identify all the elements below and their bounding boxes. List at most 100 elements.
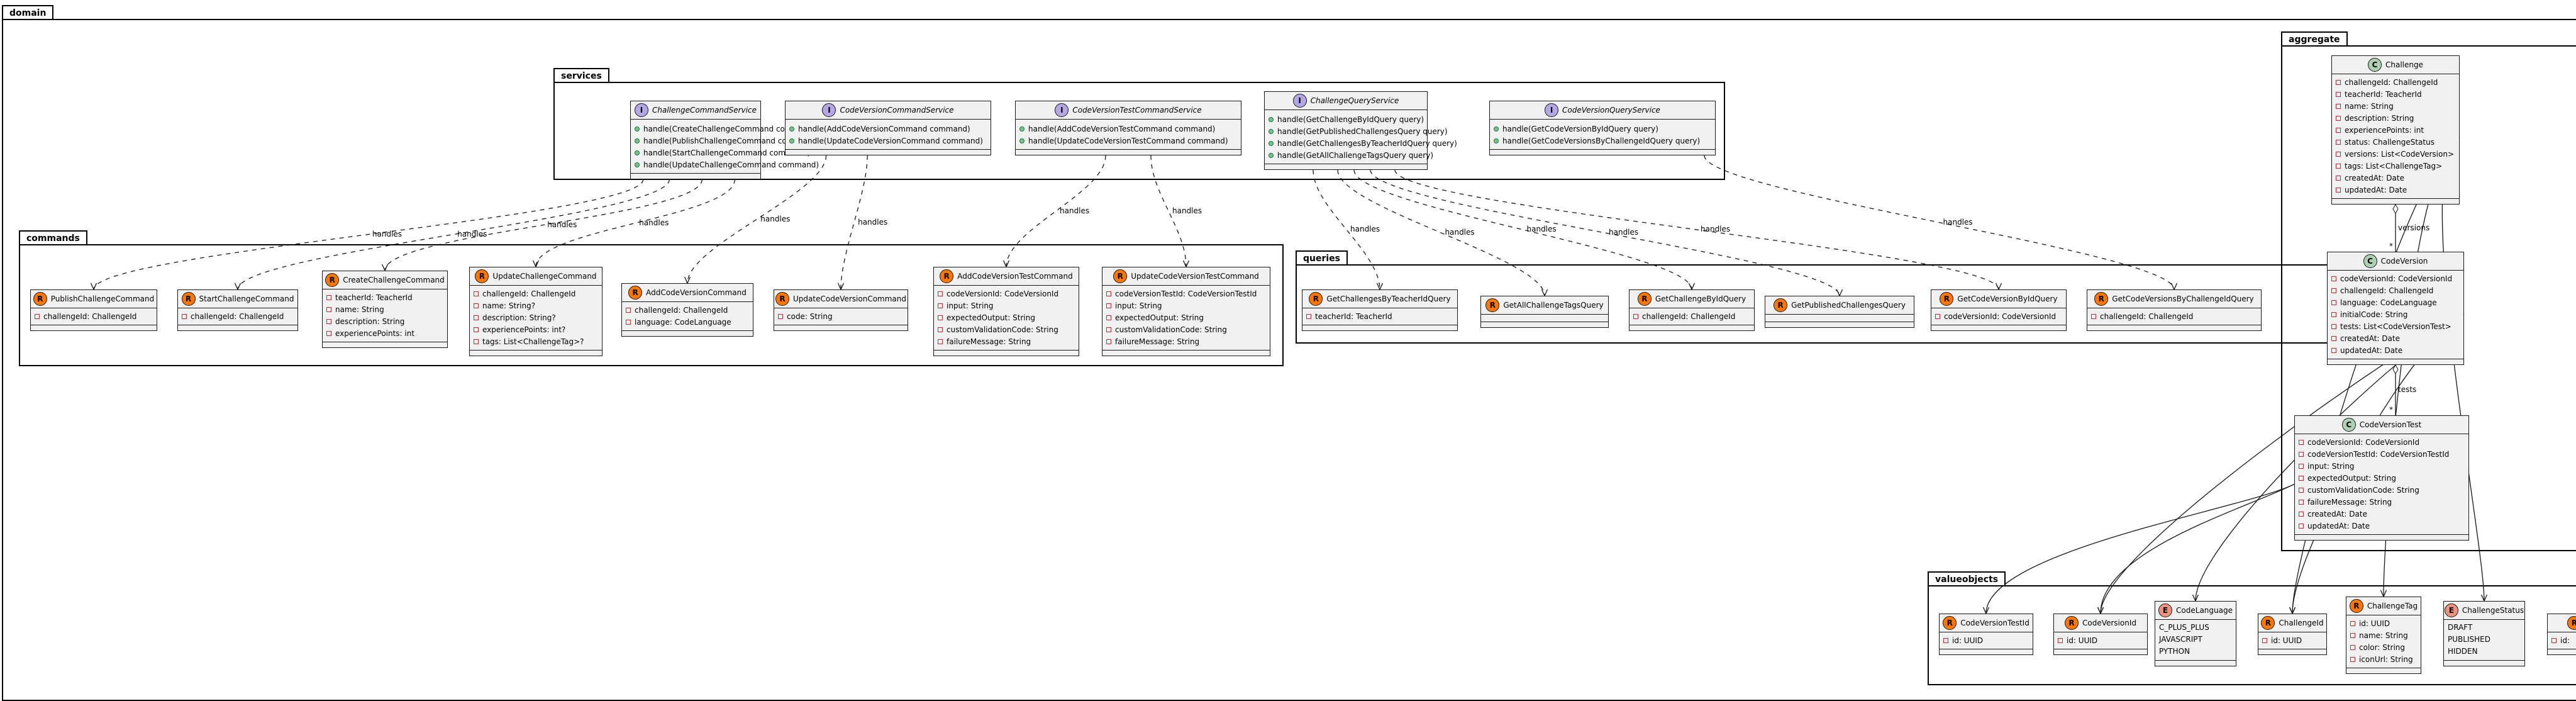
handles-edge-label: handles <box>1172 206 1202 215</box>
private-visibility-icon <box>2336 115 2341 121</box>
method-row: handle(GetAllChallengeTagsQuery query) <box>1269 149 1433 161</box>
field-declaration: id: <box>2560 636 2570 645</box>
private-visibility-icon <box>938 327 943 332</box>
field-declaration: experiencePoints: int <box>2345 125 2424 135</box>
class-methods-compartment <box>1265 164 1427 169</box>
private-visibility-icon <box>326 330 331 336</box>
enum-literal: DRAFT <box>2448 623 2473 632</box>
field-declaration: teacherId: TeacherId <box>2345 89 2422 99</box>
interface-stereotype-icon: I <box>634 103 648 117</box>
private-visibility-icon <box>626 307 631 313</box>
association-edge <box>2100 483 2295 614</box>
method-signature: handle(UpdateChallengeCommand command) <box>643 160 819 169</box>
record-stereotype-icon: R <box>2064 616 2079 630</box>
private-visibility-icon <box>2091 313 2096 319</box>
class-name: GetCodeVersionByIdQuery <box>1957 294 2058 303</box>
record-stereotype-icon: R <box>1774 298 1788 312</box>
class-name: CodeVersionId <box>2082 619 2136 627</box>
private-visibility-icon <box>474 303 479 308</box>
class-members: codeVersionId: CodeVersionId challengeId:… <box>2328 271 2463 359</box>
private-visibility-icon <box>1106 327 1111 332</box>
field-row: createdAt: Date <box>2331 332 2460 344</box>
field-declaration: failureMessage: String <box>947 337 1031 346</box>
field-declaration: customValidationCode: String <box>1115 325 1227 334</box>
field-row: status: ChallengeStatus <box>2336 136 2455 148</box>
package-aggregate-label: aggregate <box>2281 31 2348 45</box>
field-row: updatedAt: Date <box>2299 520 2465 532</box>
class-stereotype-icon: C <box>2341 418 2356 432</box>
field-declaration: codeVersionTestId: CodeVersionTestId <box>1115 289 1257 298</box>
field-row: failureMessage: String <box>1106 335 1266 347</box>
class-members: id: <box>2548 632 2576 649</box>
field-row: description: String <box>2336 112 2455 124</box>
class-name: GetChallengeByIdQuery <box>1655 294 1746 303</box>
field-declaration: teacherId: TeacherId <box>335 293 413 302</box>
field-declaration: id: UUID <box>1952 636 1984 645</box>
field-declaration: expectedOutput: String <box>2307 473 2396 483</box>
multiplicity-label: * <box>2389 405 2393 414</box>
class-members: teacherId: TeacherId <box>1302 308 1457 325</box>
method-row: handle(StartChallengeCommand command) <box>635 147 810 159</box>
class-methods-compartment <box>2054 649 2147 654</box>
private-visibility-icon <box>2299 511 2304 517</box>
class-methods-compartment <box>786 149 991 155</box>
public-visibility-icon <box>1269 140 1274 146</box>
class-methods-compartment <box>2087 325 2261 330</box>
handles-edge-label: handles <box>760 214 791 223</box>
field-declaration: challengeId: ChallengeId <box>2340 286 2434 295</box>
field-row: challengeId: ChallengeId <box>2331 284 2460 296</box>
method-signature: handle(PublishChallengeCommand command) <box>643 136 819 145</box>
private-visibility-icon <box>1106 339 1111 344</box>
private-visibility-icon <box>2299 487 2304 493</box>
field-declaration: description: String <box>2345 113 2414 123</box>
private-visibility-icon <box>2331 347 2336 353</box>
enum-literal: PUBLISHED <box>2448 635 2490 644</box>
field-row: versions: List<CodeVersion> <box>2336 148 2455 160</box>
handles-dependency-edge <box>535 179 736 267</box>
field-declaration: challengeId: ChallengeId <box>191 311 284 321</box>
class-name: ChallengeId <box>2279 619 2324 627</box>
public-visibility-icon <box>635 150 640 155</box>
private-visibility-icon <box>938 339 943 344</box>
field-declaration: challengeId: ChallengeId <box>43 311 137 321</box>
field-row: challengeId: ChallengeId <box>474 288 598 300</box>
method-row: handle(PublishChallengeCommand command) <box>635 135 818 147</box>
field-declaration: customValidationCode: String <box>2307 485 2419 495</box>
handles-edge-label: handles <box>372 229 402 238</box>
field-declaration: createdAt: Date <box>2307 509 2367 519</box>
method-row: handle(GetChallengesByTeacherIdQuery que… <box>1269 137 1457 149</box>
class-methods-compartment <box>2346 668 2421 673</box>
field-declaration: name: String <box>2345 101 2394 111</box>
record-stereotype-icon: R <box>775 292 790 306</box>
field-row: challengeId: ChallengeId <box>2336 76 2455 88</box>
class-members <box>1765 315 1914 322</box>
class-stereotype-icon: C <box>2363 254 2377 268</box>
field-row: experiencePoints: int? <box>474 323 598 335</box>
field-declaration: tags: List<ChallengeTag>? <box>482 337 584 346</box>
record-stereotype-icon: R <box>33 292 47 306</box>
field-declaration: codeVersionId: CodeVersionId <box>2307 437 2420 447</box>
field-declaration: codeVersionId: CodeVersionId <box>2340 274 2453 283</box>
handles-edge-label: handles <box>1609 228 1639 237</box>
enum-literal: JAVASCRIPT <box>2159 635 2202 644</box>
field-declaration: name: String <box>335 305 384 314</box>
field-declaration: color: String <box>2359 642 2406 652</box>
handles-dependency-edge <box>1394 169 1999 290</box>
